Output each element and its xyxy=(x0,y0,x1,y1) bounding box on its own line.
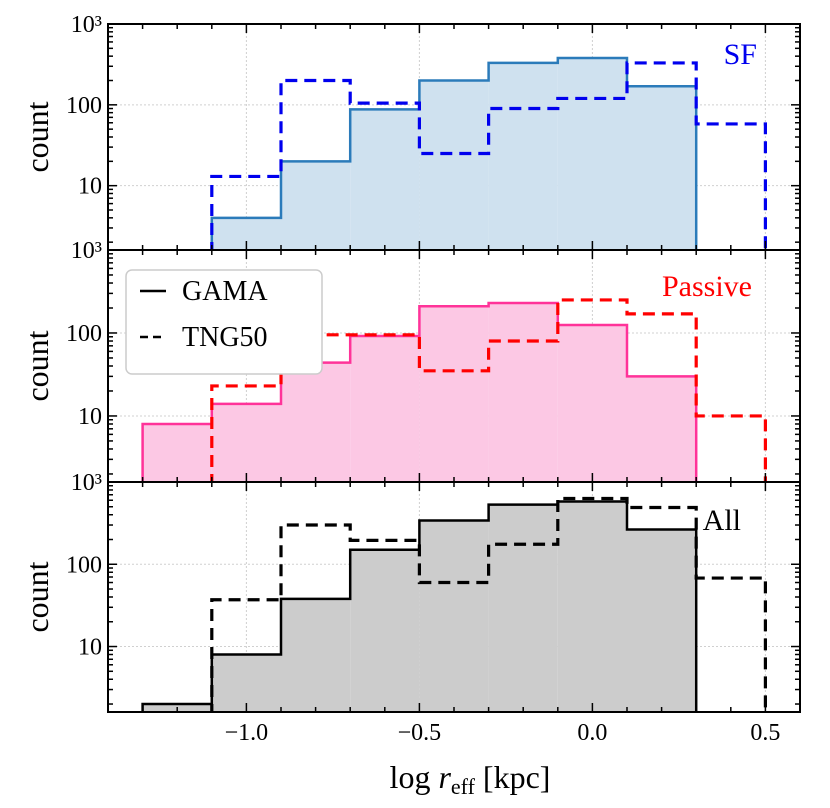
bar-gama-passive xyxy=(557,324,627,482)
bar-gama-passive xyxy=(488,302,558,482)
bar-gama-all xyxy=(557,501,627,712)
legend-label-gama: GAMA xyxy=(182,276,268,307)
bar-gama-sf xyxy=(281,161,351,250)
y-tick-label-all: 10³ xyxy=(71,470,102,496)
x-axis-label-sub: eff xyxy=(451,774,476,799)
ticks-all xyxy=(108,482,800,712)
panel-all: 10 100 10³ count All xyxy=(19,470,801,713)
bar-gama-passive xyxy=(142,424,212,482)
y-axis-label-sf: count xyxy=(19,101,55,172)
y-axis-label-all: count xyxy=(19,561,55,632)
step-line-tng50-passive xyxy=(210,298,767,482)
bar-gama-sf xyxy=(488,62,558,250)
step-line-gama-all xyxy=(141,500,698,712)
x-tick-label: −0.5 xyxy=(398,720,442,746)
bar-gama-sf xyxy=(627,86,697,250)
y-axis-label-passive: count xyxy=(19,330,55,401)
bar-gama-passive xyxy=(350,335,420,482)
x-axis-label: log reff [kpc] xyxy=(390,759,551,799)
y-tick-label-sf: 100 xyxy=(66,93,102,119)
y-tick-label-passive: 100 xyxy=(66,321,102,347)
bar-gama-sf xyxy=(350,109,420,250)
step-line-tng50-all xyxy=(210,496,767,712)
bar-gama-passive xyxy=(419,306,489,482)
panel-label-passive: Passive xyxy=(662,270,752,303)
panel-passive: 10 100 10³ count Passive xyxy=(19,238,801,483)
y-tick-label-passive: 10 xyxy=(78,404,102,430)
panels: 1010010³countSF1010010³countPassive10100… xyxy=(19,12,801,746)
bar-gama-sf xyxy=(419,80,489,250)
x-axis-label-var: r xyxy=(438,759,451,795)
y-tick-label-passive: 10³ xyxy=(71,238,102,264)
legend-box xyxy=(125,269,323,375)
y-tick-label-all: 100 xyxy=(66,552,102,578)
y-tick-label-all: 10 xyxy=(78,635,102,661)
bar-gama-all xyxy=(350,549,420,712)
legend-label-tng50: TNG50 xyxy=(182,322,268,353)
legend: GAMA TNG50 xyxy=(125,269,323,375)
bar-gama-all xyxy=(488,504,558,712)
x-tick-labels: −1.0 −0.5 0.0 0.5 xyxy=(225,720,781,746)
bar-gama-sf xyxy=(557,57,627,250)
x-tick-label: −1.0 xyxy=(225,720,269,746)
bar-gama-all xyxy=(211,654,281,712)
panel-label-sf: SF xyxy=(724,38,757,71)
panel-sf: 10 100 10³ count SF xyxy=(19,12,801,251)
bar-gama-passive xyxy=(281,362,351,482)
bar-gama-all xyxy=(281,598,351,712)
x-tick-label: 0.0 xyxy=(577,720,607,746)
bar-gama-all xyxy=(627,529,697,712)
x-axis-label-unit: [kpc] xyxy=(475,759,551,795)
x-axis-label-main: log xyxy=(390,759,439,795)
bar-gama-passive xyxy=(627,376,697,482)
x-tick-label: 0.5 xyxy=(750,720,780,746)
y-tick-label-sf: 10 xyxy=(78,174,102,200)
bar-gama-passive xyxy=(211,403,281,482)
y-tick-label-sf: 10³ xyxy=(71,12,102,38)
panel-label-all: All xyxy=(703,504,741,537)
bar-gama-all xyxy=(419,520,489,712)
